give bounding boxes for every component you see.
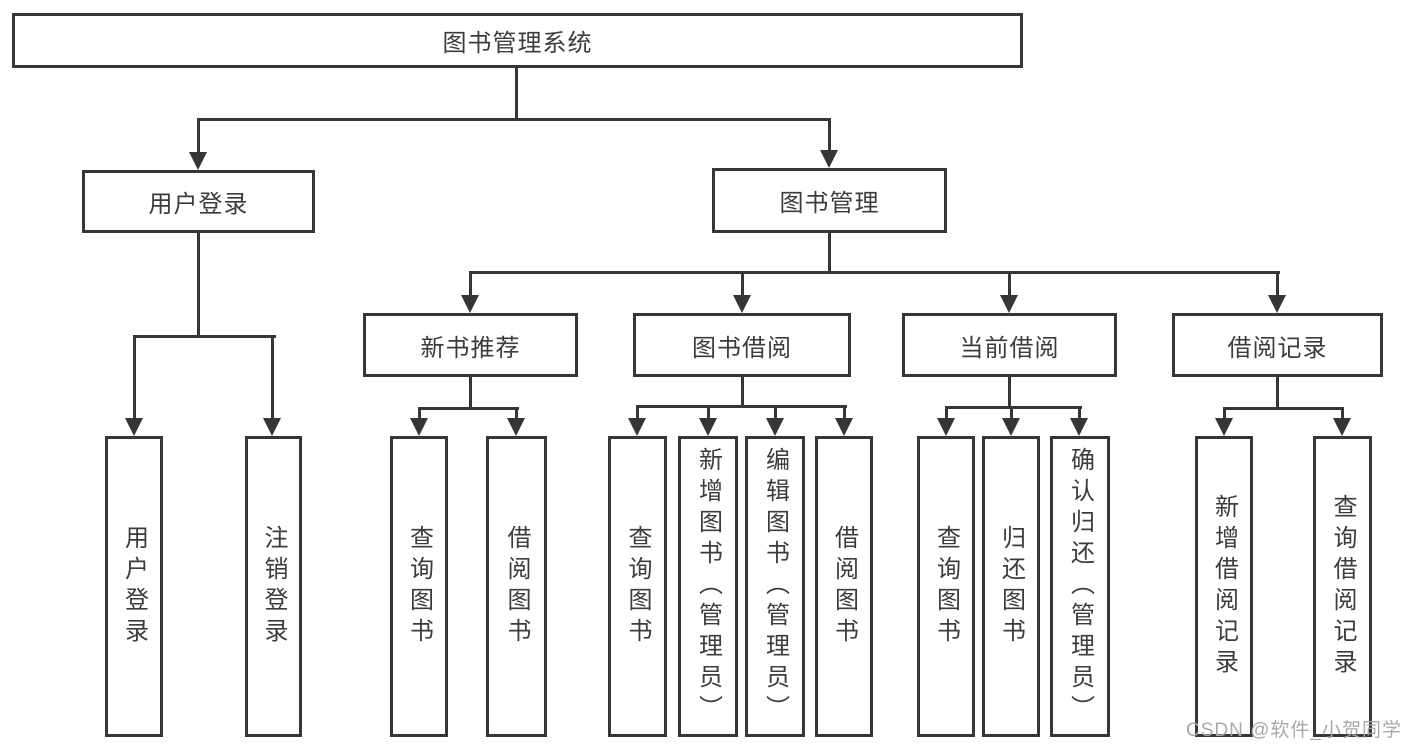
node-leaf-query-borrow-record: 查询借阅记录 bbox=[1313, 436, 1372, 737]
node-borrow-records: 借阅记录 bbox=[1172, 313, 1383, 377]
node-current-borrow-label: 当前借阅 bbox=[959, 334, 1060, 362]
leaf-label: 查询图书 bbox=[624, 524, 651, 649]
node-leaf-add-books-admin: 新增图书（管理员） bbox=[678, 436, 738, 737]
arrow-down-icon bbox=[1000, 295, 1018, 313]
node-leaf-query-books-borrow: 查询图书 bbox=[608, 436, 667, 737]
node-user-login-label: 用户登录 bbox=[148, 191, 249, 218]
node-leaf-edit-books-admin: 编辑图书（管理员） bbox=[745, 436, 805, 737]
node-leaf-query-books-current: 查询图书 bbox=[917, 436, 975, 737]
connector-book-borrow-riser bbox=[741, 377, 744, 408]
arrow-down-icon bbox=[699, 418, 717, 436]
arrow-down-icon bbox=[263, 418, 281, 436]
connector-arrow-book-mgmt-shaft bbox=[828, 118, 831, 152]
arrow-down-icon bbox=[1070, 418, 1088, 436]
connector-arrow-shaft bbox=[418, 407, 421, 420]
connector-arrow-shaft bbox=[1078, 406, 1081, 420]
node-new-book-recommend: 新书推荐 bbox=[363, 313, 578, 377]
arrow-down-icon bbox=[1002, 418, 1020, 436]
connector-arrow-user-login-shaft bbox=[197, 118, 200, 154]
connector-level1-bar bbox=[197, 118, 831, 121]
connector-book-borrow-bar bbox=[636, 405, 847, 408]
connector-arrow-shaft bbox=[774, 405, 777, 420]
connector-arrow-shaft bbox=[1341, 407, 1344, 420]
arrow-down-icon bbox=[461, 295, 479, 313]
connector-root-riser bbox=[515, 68, 518, 120]
node-book-borrow: 图书借阅 bbox=[633, 313, 851, 377]
connector-current-borrow-bar bbox=[945, 406, 1082, 409]
node-leaf-query-books-recommend: 查询图书 bbox=[390, 436, 448, 737]
node-book-management: 图书管理 bbox=[712, 168, 947, 233]
arrow-down-icon bbox=[835, 418, 853, 436]
node-leaf-user-login: 用户登录 bbox=[105, 436, 163, 737]
node-leaf-borrow-books: 借阅图书 bbox=[815, 436, 873, 737]
node-leaf-logout: 注销登录 bbox=[245, 436, 302, 737]
connector-arrow-shaft bbox=[843, 405, 846, 420]
leaf-label: 借阅图书 bbox=[503, 524, 530, 649]
leaf-label: 确认归还（管理员） bbox=[1066, 447, 1094, 726]
arrow-down-icon bbox=[410, 418, 428, 436]
arrow-down-icon bbox=[189, 152, 207, 170]
node-borrow-records-label: 借阅记录 bbox=[1227, 334, 1328, 362]
arrow-down-icon bbox=[507, 418, 525, 436]
arrow-down-icon bbox=[820, 150, 838, 168]
leaf-label: 用户登录 bbox=[120, 524, 148, 649]
arrow-down-icon bbox=[628, 418, 646, 436]
connector-new-book-bar bbox=[418, 407, 519, 410]
leaf-label: 新增借阅记录 bbox=[1210, 493, 1238, 680]
connector-arrow-shaft bbox=[1010, 406, 1013, 420]
connector-arrow-shaft bbox=[133, 335, 136, 420]
connector-arrow-shaft bbox=[1223, 407, 1226, 420]
leaf-label: 查询图书 bbox=[932, 524, 960, 649]
node-book-borrow-label: 图书借阅 bbox=[692, 334, 792, 362]
connector-arrow-shaft bbox=[945, 406, 948, 420]
leaf-label: 查询借阅记录 bbox=[1329, 493, 1356, 680]
connector-arrow-shaft bbox=[271, 335, 274, 420]
node-root-system: 图书管理系统 bbox=[12, 13, 1023, 68]
connector-book-mgmt-riser bbox=[828, 233, 831, 274]
arrow-down-icon bbox=[1215, 418, 1233, 436]
node-current-borrow: 当前借阅 bbox=[902, 313, 1117, 377]
watermark-text: CSDN @软件_小贺同学 bbox=[1186, 720, 1402, 741]
leaf-label: 编辑图书（管理员） bbox=[761, 447, 789, 726]
node-leaf-return-books: 归还图书 bbox=[982, 436, 1040, 737]
node-new-book-recommend-label: 新书推荐 bbox=[420, 334, 521, 362]
connector-arrow-shaft bbox=[1008, 271, 1011, 297]
connector-arrow-shaft bbox=[741, 271, 744, 297]
connector-arrow-shaft bbox=[515, 407, 518, 420]
connector-arrow-shaft bbox=[469, 271, 472, 297]
arrow-down-icon bbox=[1268, 295, 1286, 313]
connector-current-borrow-riser bbox=[1008, 377, 1011, 409]
node-user-login: 用户登录 bbox=[82, 170, 315, 233]
arrow-down-icon bbox=[733, 295, 751, 313]
connector-borrow-records-riser bbox=[1276, 377, 1279, 410]
connector-level2-bar bbox=[469, 271, 1280, 274]
node-leaf-borrow-books-recommend: 借阅图书 bbox=[486, 436, 547, 737]
leaf-label: 新增图书（管理员） bbox=[694, 447, 722, 726]
connector-new-book-riser bbox=[469, 377, 472, 410]
leaf-label: 查询图书 bbox=[405, 524, 433, 649]
connector-user-login-riser bbox=[197, 233, 200, 338]
arrow-down-icon bbox=[937, 418, 955, 436]
node-book-management-label: 图书管理 bbox=[779, 190, 880, 217]
node-leaf-add-borrow-record: 新增借阅记录 bbox=[1195, 436, 1253, 737]
arrow-down-icon bbox=[125, 418, 143, 436]
arrow-down-icon bbox=[766, 418, 784, 436]
arrow-down-icon bbox=[1333, 418, 1351, 436]
leaf-label: 归还图书 bbox=[997, 524, 1025, 649]
node-root-label: 图书管理系统 bbox=[442, 30, 593, 57]
connector-arrow-shaft bbox=[707, 405, 710, 420]
connector-borrow-records-bar bbox=[1223, 407, 1344, 410]
connector-arrow-shaft bbox=[636, 405, 639, 420]
leaf-label: 借阅图书 bbox=[830, 524, 858, 649]
connector-arrow-shaft bbox=[1276, 271, 1279, 297]
leaf-label: 注销登录 bbox=[260, 524, 287, 649]
node-leaf-confirm-return-admin: 确认归还（管理员） bbox=[1050, 436, 1110, 737]
connector-user-login-bar bbox=[133, 335, 276, 338]
